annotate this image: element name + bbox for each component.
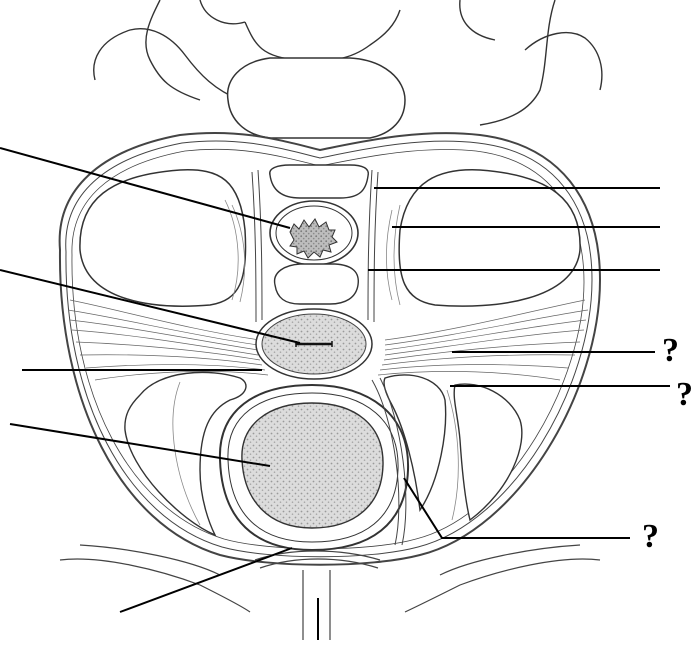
bladder (220, 385, 408, 550)
lateral-ligament-left (68, 300, 268, 380)
leader-line-right-q3 (404, 478, 630, 538)
question-mark-3: ? (642, 520, 659, 554)
middle-space (275, 264, 359, 304)
pubic-region (60, 545, 600, 640)
lateral-ligament-right (378, 300, 588, 380)
vertebral-body (228, 58, 405, 138)
retropubic-space (270, 165, 369, 198)
compartment-upper-left (80, 170, 246, 306)
question-mark-1: ? (662, 334, 679, 368)
compartment-upper-right (386, 170, 580, 306)
cervix-vagina (256, 309, 372, 379)
question-mark-2: ? (676, 378, 693, 412)
rectum-upper (270, 201, 358, 265)
leader-line-left-5 (120, 548, 292, 612)
